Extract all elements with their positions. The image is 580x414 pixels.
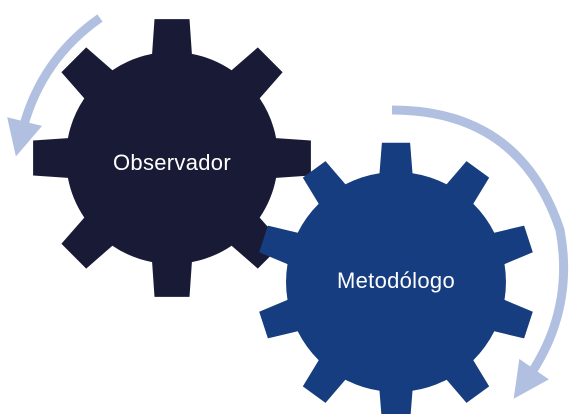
gear-label-observador: Observador (113, 150, 231, 175)
gear-label-metodologo: Metodólogo (337, 268, 455, 293)
gear-metodologo (259, 142, 533, 414)
cycle-arrow-left (7, 14, 103, 157)
cycle-arrow-right (391, 105, 569, 399)
gear-observador (33, 19, 311, 297)
